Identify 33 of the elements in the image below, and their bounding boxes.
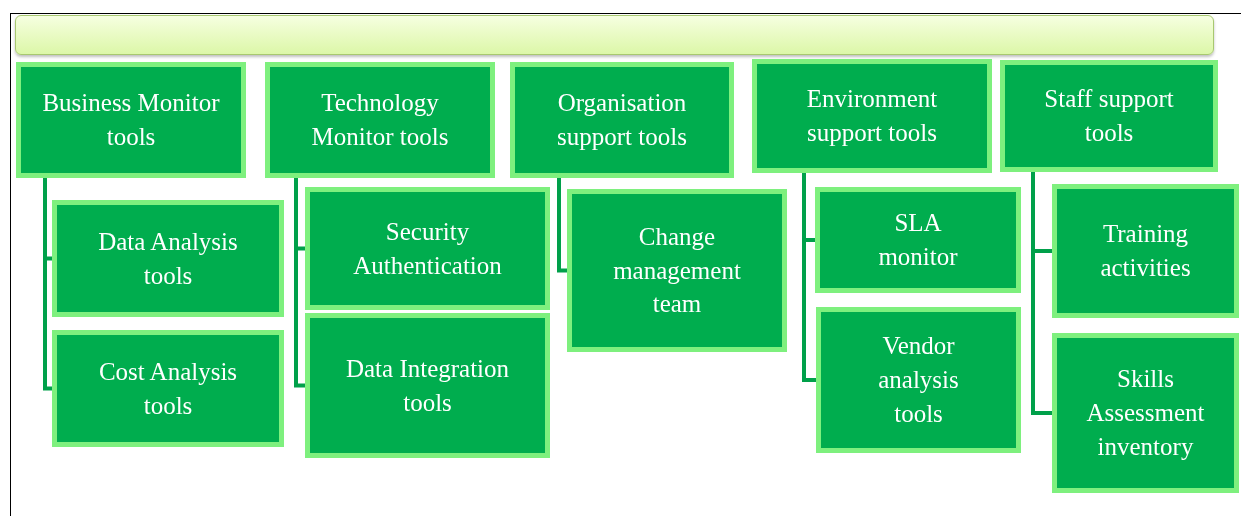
tool-box	[52, 330, 284, 447]
box-label: Environment support tools	[805, 84, 939, 148]
connector-line	[294, 178, 305, 388]
connector-line	[802, 173, 816, 382]
box-label: Data Integration tools	[344, 353, 511, 418]
tool-box	[265, 62, 495, 178]
header-bar	[15, 15, 1214, 55]
tool-box	[1000, 60, 1218, 172]
box-label: Staff support tools	[1043, 84, 1175, 148]
box-label: Skills Assessment inventory	[1085, 364, 1206, 462]
tool-box	[16, 62, 246, 178]
box-label: Training activities	[1099, 219, 1192, 283]
tool-box	[510, 62, 734, 178]
tool-box	[567, 189, 787, 352]
box-label: Business Monitor tools	[41, 88, 221, 152]
tool-box	[815, 187, 1021, 293]
tool-box	[305, 313, 550, 458]
tool-box	[1052, 184, 1239, 318]
tool-box	[52, 200, 284, 317]
box-label: Organisation support tools	[556, 88, 688, 152]
tool-box	[1052, 333, 1239, 493]
tool-box	[305, 187, 550, 310]
connector-line	[43, 178, 52, 391]
tool-box	[816, 307, 1021, 453]
box-label: Cost Analysis tools	[97, 356, 239, 421]
box-label: Data Analysis tools	[97, 226, 239, 291]
tool-box	[752, 59, 992, 173]
box-label: SLA monitor	[877, 208, 959, 272]
box-label: Technology Monitor tools	[310, 88, 450, 152]
box-label: Security Authentication	[352, 216, 503, 281]
connector-line	[557, 178, 567, 273]
box-label: Vendor analysis tools	[877, 331, 960, 429]
box-label: Change management team	[612, 221, 742, 320]
